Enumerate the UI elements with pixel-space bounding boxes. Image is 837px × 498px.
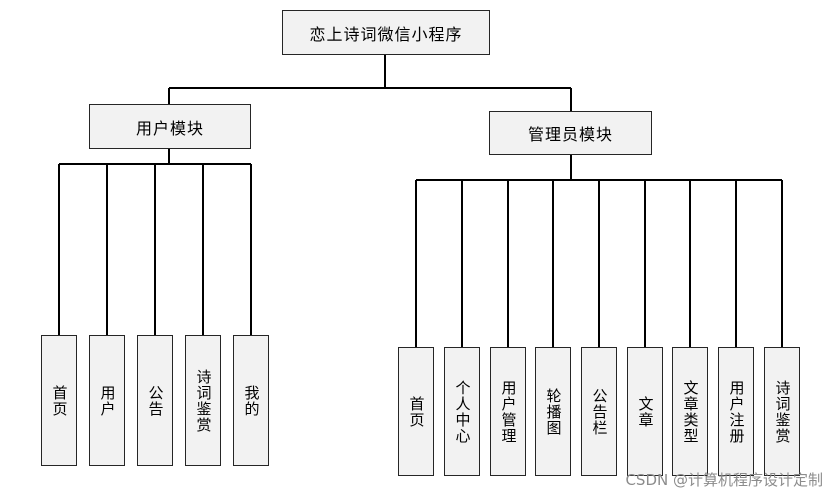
admin-child-label: 个人中心 (453, 379, 472, 444)
admin-child-label: 诗词鉴赏 (773, 379, 792, 444)
user-module-node: 用户模块 (89, 104, 251, 149)
admin-module-node: 管理员模块 (489, 111, 652, 155)
user-child-label: 用户 (98, 384, 117, 417)
admin-child-label: 首页 (407, 395, 426, 428)
admin-child-node: 用户管理 (490, 347, 526, 476)
admin-child-node: 首页 (398, 347, 434, 476)
user-child-node: 诗词鉴赏 (185, 335, 221, 466)
admin-child-node: 轮播图 (535, 347, 571, 476)
user-child-node: 公告 (137, 335, 173, 466)
user-child-label: 诗词鉴赏 (194, 368, 213, 433)
watermark: CSDN @计算机程序设计定制 (625, 471, 823, 489)
admin-child-node: 文章 (627, 347, 663, 476)
user-child-label: 公告 (146, 384, 165, 417)
admin-child-node: 诗词鉴赏 (764, 347, 800, 476)
admin-child-node: 公告栏 (581, 347, 617, 476)
root-node: 恋上诗词微信小程序 (282, 10, 490, 55)
user-child-node: 我的 (233, 335, 269, 466)
user-module-label: 用户模块 (135, 118, 204, 138)
admin-child-label: 公告栏 (590, 387, 609, 436)
user-child-label: 我的 (242, 384, 261, 417)
root-node-label: 恋上诗词微信小程序 (309, 24, 463, 44)
admin-child-label: 轮播图 (544, 387, 563, 436)
admin-child-label: 文章类型 (681, 379, 700, 444)
user-child-node: 首页 (41, 335, 77, 466)
user-child-node: 用户 (89, 335, 125, 466)
admin-module-label: 管理员模块 (527, 125, 613, 144)
admin-child-label: 用户注册 (727, 379, 746, 444)
admin-child-label: 用户管理 (499, 379, 518, 444)
admin-child-node: 文章类型 (672, 347, 708, 476)
admin-child-label: 文章 (636, 395, 655, 428)
admin-child-node: 个人中心 (444, 347, 480, 476)
user-child-label: 首页 (50, 384, 69, 417)
admin-child-node: 用户注册 (718, 347, 754, 476)
